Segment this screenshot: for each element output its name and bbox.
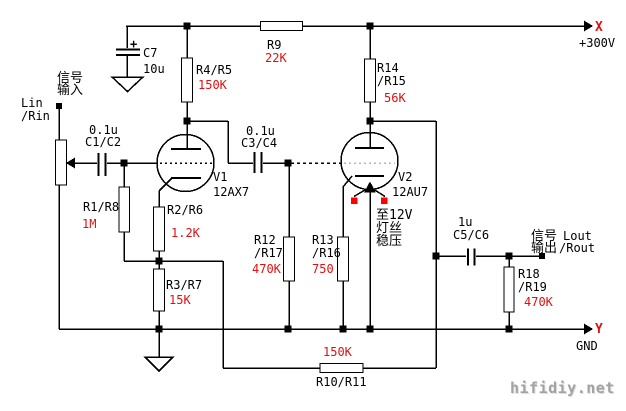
- r9-value: 22K: [265, 51, 287, 65]
- r10r11-ref: R10/R11: [316, 375, 367, 389]
- r14r15-ref1: R14: [377, 61, 399, 75]
- junction-dot: [183, 117, 191, 125]
- output-label-line2: /Rout: [559, 241, 596, 255]
- c7-value: 10u: [143, 62, 165, 76]
- y-arrow-icon: [584, 323, 593, 335]
- output-label-line1: Lout: [563, 229, 592, 243]
- junction-dot: [120, 159, 128, 167]
- b-plus-voltage: +300V: [579, 36, 616, 50]
- potentiometer-body: [54, 139, 68, 186]
- resistor-r9-body: [259, 20, 304, 32]
- input-cn-line2: 输入: [57, 83, 84, 98]
- wire-v1-cathode-diag: [158, 177, 173, 192]
- r12r17-ref1: R12: [254, 233, 276, 247]
- r3r7-ref: R3/R7: [166, 278, 203, 292]
- r1r8-ref: R1/R8: [83, 200, 120, 214]
- input-label-line2: /Rin: [21, 109, 50, 123]
- heater-pin-left: [351, 197, 358, 204]
- v1-model: 12AX7: [213, 185, 250, 199]
- c7-ref: C7: [143, 46, 158, 60]
- r2r6-ref: R2/R6: [167, 203, 204, 217]
- v1-ref: V1: [213, 170, 228, 184]
- r13r16-value: 750: [312, 262, 334, 276]
- resistor-r1r8-body: [118, 186, 131, 233]
- resistor-r3r7-body: [152, 268, 166, 312]
- junction-dot: [505, 325, 513, 333]
- r9-ref: R9: [267, 38, 282, 52]
- output-terminal: [539, 253, 545, 259]
- v2-model: 12AU7: [392, 185, 429, 199]
- wire-v2-cathode-diag: [342, 175, 353, 188]
- output-cn-line1: 信号: [531, 229, 558, 244]
- junction-dot: [284, 325, 292, 333]
- r13r16-ref2: /R16: [312, 246, 341, 260]
- c3c4-ref: C3/C4: [241, 136, 278, 150]
- ground-icon-c7: [110, 76, 145, 93]
- heater-pin-right: [381, 197, 388, 204]
- junction-dot: [183, 22, 191, 30]
- c1c2-value: 0.1u: [89, 123, 118, 137]
- c3c4-value: 0.1u: [246, 124, 275, 138]
- r4r5-value: 150K: [198, 78, 227, 92]
- output-cn-line2: 输出: [531, 241, 558, 256]
- junction-dot: [155, 257, 163, 265]
- c1c2-ref: C1/C2: [85, 135, 122, 149]
- watermark: hifidiy.net: [510, 379, 615, 397]
- y-terminal-label: Y: [595, 322, 603, 337]
- c5c6-value: 1u: [458, 215, 473, 229]
- input-label-line1: Lin: [21, 96, 43, 110]
- junction-dot: [155, 325, 163, 333]
- resistor-r18r19-body: [503, 266, 515, 313]
- r3r7-value: 15K: [169, 293, 191, 307]
- gnd-label: GND: [576, 339, 598, 353]
- c7-polarity: +: [130, 37, 138, 51]
- pot-wiper-arrow-icon: [66, 157, 75, 169]
- r2r6-value: 1.2K: [171, 226, 200, 240]
- r13r16-ref1: R13: [312, 233, 334, 247]
- r18r19-value: 470K: [524, 295, 553, 309]
- junction-dot: [366, 117, 374, 125]
- resistor-r10r11-body: [319, 362, 364, 374]
- ground-icon-main: [143, 356, 175, 373]
- c5c6-ref: C5/C6: [453, 228, 490, 242]
- junction-dot: [284, 159, 292, 167]
- r14r15-ref2: /R15: [377, 74, 406, 88]
- heater-note-line1: 至12V: [376, 208, 413, 223]
- input-terminal: [56, 103, 62, 109]
- r10r11-value: 150K: [323, 345, 352, 359]
- junction-dot: [366, 22, 374, 30]
- tube-v1-envelope: [156, 133, 215, 193]
- resistor-r13r16-body: [336, 236, 350, 282]
- r12r17-value: 470K: [252, 262, 281, 276]
- resistor-r2r6-body: [152, 206, 166, 252]
- resistor-r14r15-body: [363, 58, 377, 103]
- heater-note-line3: 稳压: [376, 234, 403, 249]
- resistor-r4r5-body: [180, 57, 194, 103]
- input-cn-line1: 信号: [57, 71, 84, 86]
- heater-note-line2: 灯丝: [376, 221, 403, 236]
- heater-arrow-icon: [364, 181, 376, 193]
- resistor-r12r17-body: [282, 236, 296, 282]
- r18r19-ref1: R18: [518, 267, 540, 281]
- junction-dot: [366, 325, 374, 333]
- x-arrow-icon: [584, 20, 593, 32]
- r18r19-ref2: /R19: [518, 280, 547, 294]
- v2-ref: V2: [398, 170, 413, 184]
- r12r17-ref2: /R17: [254, 246, 283, 260]
- x-terminal-label: X: [595, 20, 603, 35]
- r4r5-ref: R4/R5: [196, 63, 233, 77]
- junction-dot: [505, 252, 513, 260]
- r14r15-value: 56K: [384, 91, 406, 105]
- junction-dot: [432, 252, 440, 260]
- r1r8-value: 1M: [82, 217, 97, 231]
- junction-dot: [339, 325, 347, 333]
